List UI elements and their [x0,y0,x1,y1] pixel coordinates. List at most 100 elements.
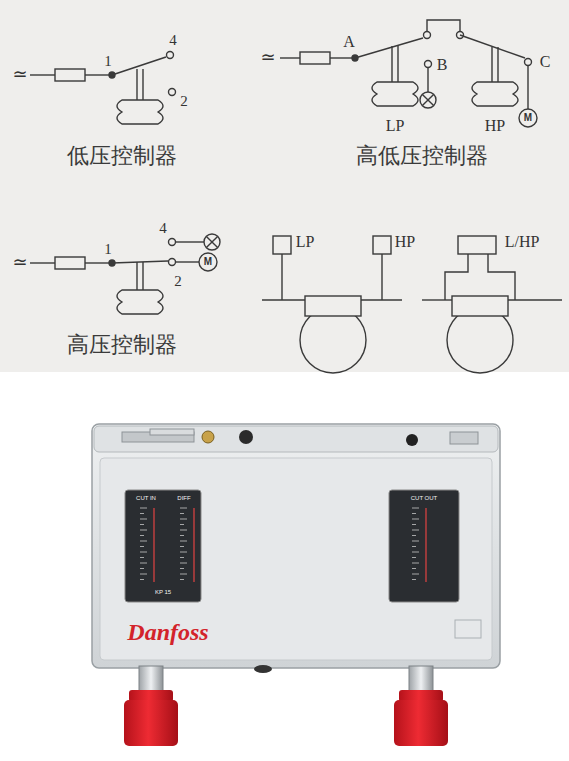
scale-tick [180,552,187,553]
scale-tick [412,579,416,580]
scale-pointer [425,508,426,582]
terminal-number: 4 [169,33,177,48]
contact [169,239,176,246]
wire [427,68,428,92]
terminal-dot [109,260,115,266]
bellows-symbol [117,290,163,314]
wire [527,66,528,109]
switch-blade [355,38,423,58]
terminal-number: 2 [174,274,182,289]
motor-symbol [199,253,217,271]
scale-tick [140,563,147,564]
pressure-switch-box [373,236,391,254]
bellows-stem [136,69,137,100]
contact [525,59,532,66]
fuse-symbol [300,52,330,64]
compressor-body [300,307,366,373]
brand-logo: Danfoss [127,620,208,644]
part-label: LP [296,234,315,250]
wire [330,57,355,58]
model-label: KP 15 [155,589,171,595]
contact [424,32,431,39]
hex-fitting [139,666,163,692]
pipe [445,254,468,300]
bellows-stem [497,47,498,82]
scale-tick [140,541,147,542]
scale-tick [412,524,416,525]
bellows-stem [391,46,392,82]
terminal-letter: B [437,57,448,73]
caption: 低压控制器 [67,145,177,167]
motor-letter: M [524,113,532,123]
protective-cap [124,700,178,746]
scale-tick [140,519,147,520]
bellows-stem [142,262,143,290]
scale-tick [180,568,184,569]
scale-tick [140,546,144,547]
dial-label: CUT OUT [411,495,438,501]
compressor-head [452,296,508,316]
scale-tick [180,546,184,547]
pipe [508,299,562,300]
scale-tick [412,563,419,564]
compressor-head [305,296,361,316]
scale-tick [140,530,147,531]
motor-symbol [519,109,537,127]
ac-symbol: ≃ [12,65,27,83]
scale-pointer [193,508,194,582]
bellows-stem [136,262,137,290]
scale-tick [412,568,416,569]
pressure-controller-photo [92,424,500,746]
scale-tick [412,541,419,542]
ac-symbol: ≃ [12,253,27,271]
part-label: HP [395,234,415,250]
scale-tick [180,535,184,536]
terminal-number: 2 [180,94,188,109]
dial-label: CUT IN [136,495,156,501]
terminal-number: 1 [104,242,112,257]
caption: 高压控制器 [67,334,177,356]
scale-tick [412,552,419,553]
wire [85,74,112,75]
contact [169,259,176,266]
bellows-stem [142,69,143,100]
scale-tick [412,508,419,509]
lamp-symbol [204,234,220,250]
terminal-number: 4 [159,221,167,236]
wire [30,262,55,263]
scale-tick [412,530,419,531]
background-band [0,0,569,372]
scale-tick [412,513,416,514]
contact [167,52,174,59]
pressure-switch-box [273,236,291,254]
scale-tick [180,563,187,564]
scale-tick [412,557,416,558]
pipe [488,254,515,300]
pipe [381,254,382,300]
lamp-cross [206,236,217,247]
scale-tick [412,535,416,536]
scale-tick [140,557,144,558]
scale-tick [140,524,144,525]
scale-tick [180,508,187,509]
scale-tick [140,568,144,569]
scale-tick [180,524,184,525]
terminal-number: 1 [104,54,112,69]
terminal-dot [352,55,358,61]
scale-tick [412,546,416,547]
lamp-symbol [420,92,436,108]
bellows-symbol [472,82,518,106]
motor-letter: M [204,257,212,267]
scale-tick [180,579,184,580]
scale-tick [140,508,147,509]
wire [280,57,300,58]
scale-tick [180,530,187,531]
pipe [262,299,305,300]
scale-tick [180,574,187,575]
scale-tick [140,552,147,553]
dial-label: DIFF [177,495,190,501]
scale-tick [140,579,144,580]
lamp-cross [206,236,217,247]
